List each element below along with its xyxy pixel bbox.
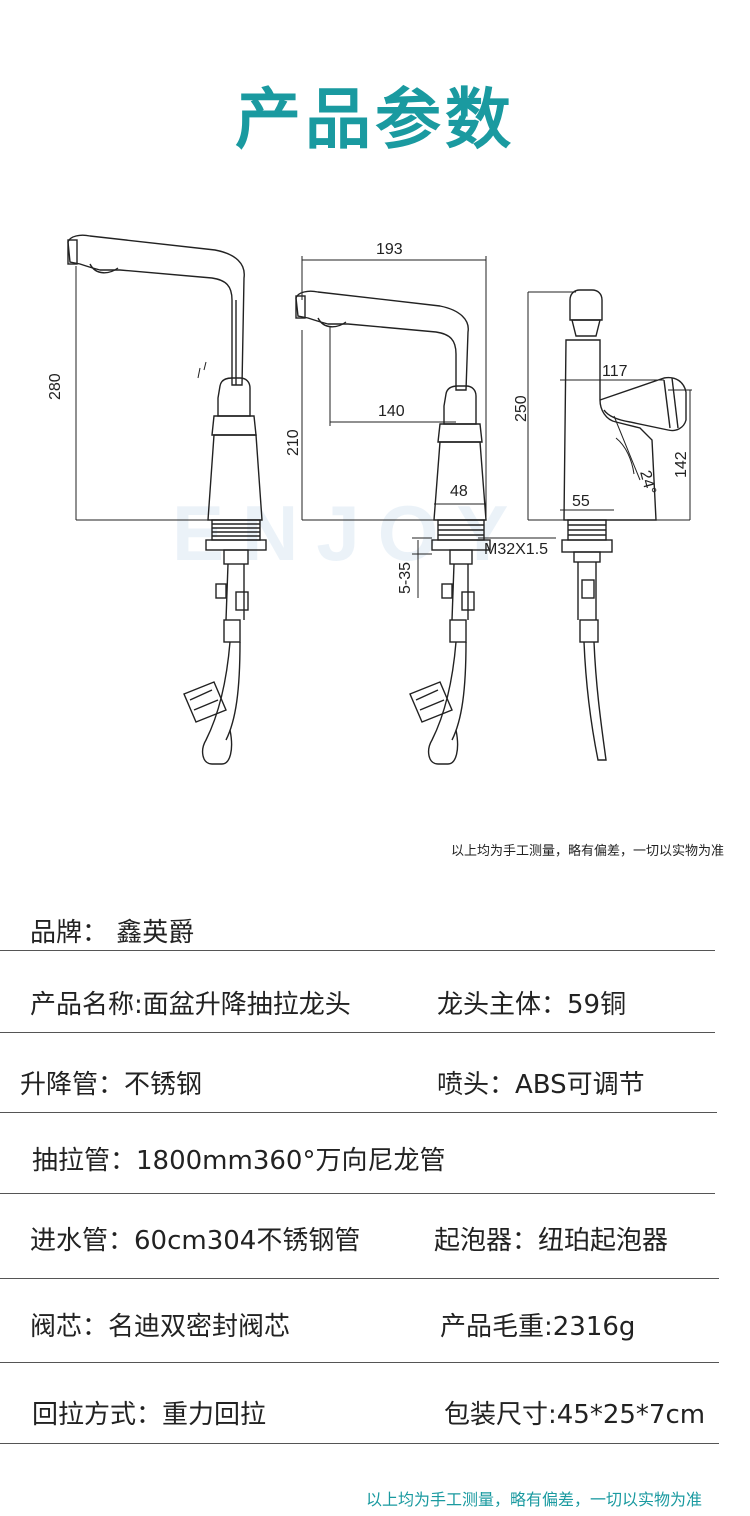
spec-inlet-hose: 进水管：60cm304不锈钢管 [30,1226,361,1256]
spec-product-name: 产品名称:面盆升降抽拉龙头 [30,990,351,1020]
dim-thread: M32X1.5 [484,541,548,558]
spec-divider [0,1443,719,1444]
dim-5-35: 5-35 [397,562,414,594]
dim-250: 250 [513,395,530,422]
dim-280: 280 [47,373,64,400]
dim-142: 142 [673,451,690,478]
spec-pull-hose: 抽拉管：1800mm360°万向尼龙管 [32,1146,446,1176]
spec-return-method: 回拉方式：重力回拉 [32,1400,267,1430]
spec-valve-core: 阀芯：名迪双密封阀芯 [30,1312,291,1342]
footer-note: 以上均为手工测量，略有偏差，一切以实物为准 [365,1490,702,1509]
spec-divider [0,1362,719,1363]
spec-gross-weight: 产品毛重:2316g [440,1312,636,1342]
spec-body-material: 龙头主体：59铜 [437,990,627,1020]
dim-193: 193 [376,241,403,258]
dim-24-degree: 24° [636,469,659,497]
faucet-front-lifted [67,234,267,765]
faucet-side-view [561,289,687,761]
spec-divider [0,1278,719,1279]
spec-divider [0,950,715,951]
spec-divider [0,1032,715,1033]
page-title: 产品参数 [235,81,515,158]
faucet-front-lowered [295,290,491,765]
spec-brand: 品牌： 鑫英爵 [30,918,195,948]
dim-140: 140 [378,403,405,420]
spec-aerator: 起泡器：纽珀起泡器 [434,1226,669,1256]
spec-divider [0,1193,715,1194]
measurement-note: 以上均为手工测量，略有偏差，一切以实物为准 [450,844,724,859]
spec-divider [0,1112,717,1113]
spec-lift-tube: 升降管：不锈钢 [20,1070,203,1100]
spec-spray-head: 喷头：ABS可调节 [437,1070,645,1100]
spec-package-size: 包装尺寸:45*25*7cm [444,1400,706,1430]
faucet-dimension-diagram: 280 193 210 140 48 M32X1.5 5-35 250 117 … [47,234,692,765]
dim-210: 210 [285,429,302,456]
dim-48: 48 [450,483,468,500]
dim-117: 117 [602,363,628,380]
dim-55: 55 [572,493,590,510]
